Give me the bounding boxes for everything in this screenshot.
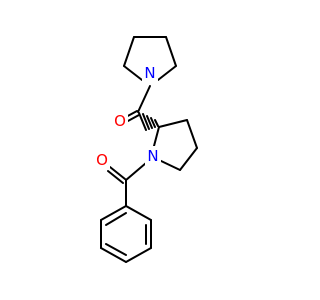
- bond: [153, 126, 160, 147]
- double-bond-co-benzoyl: [107, 166, 126, 184]
- nitrogen-label: N: [144, 64, 155, 82]
- bond: [125, 205, 152, 221]
- bond: [125, 114, 140, 123]
- aromatic-bond: [105, 212, 127, 226]
- benzene-ring: [100, 205, 152, 263]
- hash-line: [154, 119, 159, 127]
- bond: [123, 65, 143, 81]
- bond: [125, 247, 152, 263]
- bond: [137, 85, 151, 113]
- bond: [158, 119, 188, 128]
- bond: [186, 119, 198, 149]
- bond: [125, 162, 147, 181]
- hash-line: [142, 113, 150, 130]
- atom-labels: N O N O: [94, 63, 161, 170]
- stereo-hash-bond: [138, 112, 159, 131]
- bond: [158, 159, 181, 171]
- hash-line: [146, 115, 153, 129]
- bond: [100, 205, 127, 221]
- bond: [157, 65, 177, 81]
- bond: [107, 170, 124, 184]
- aromatic-bond: [105, 243, 127, 256]
- nitrogen-label: N: [147, 147, 158, 165]
- bond: [109, 166, 126, 180]
- oxygen-label: O: [96, 151, 108, 169]
- hash-line: [150, 117, 156, 128]
- hash-line: [138, 112, 147, 131]
- bond: [179, 147, 198, 171]
- bond: [123, 36, 135, 67]
- proline-ring: [153, 119, 198, 171]
- oxygen-label: O: [114, 112, 126, 130]
- pyrrolidine-ring: [123, 36, 177, 81]
- bond: [100, 247, 127, 263]
- molecule-structure: N O N O: [94, 36, 198, 263]
- bond: [165, 36, 177, 67]
